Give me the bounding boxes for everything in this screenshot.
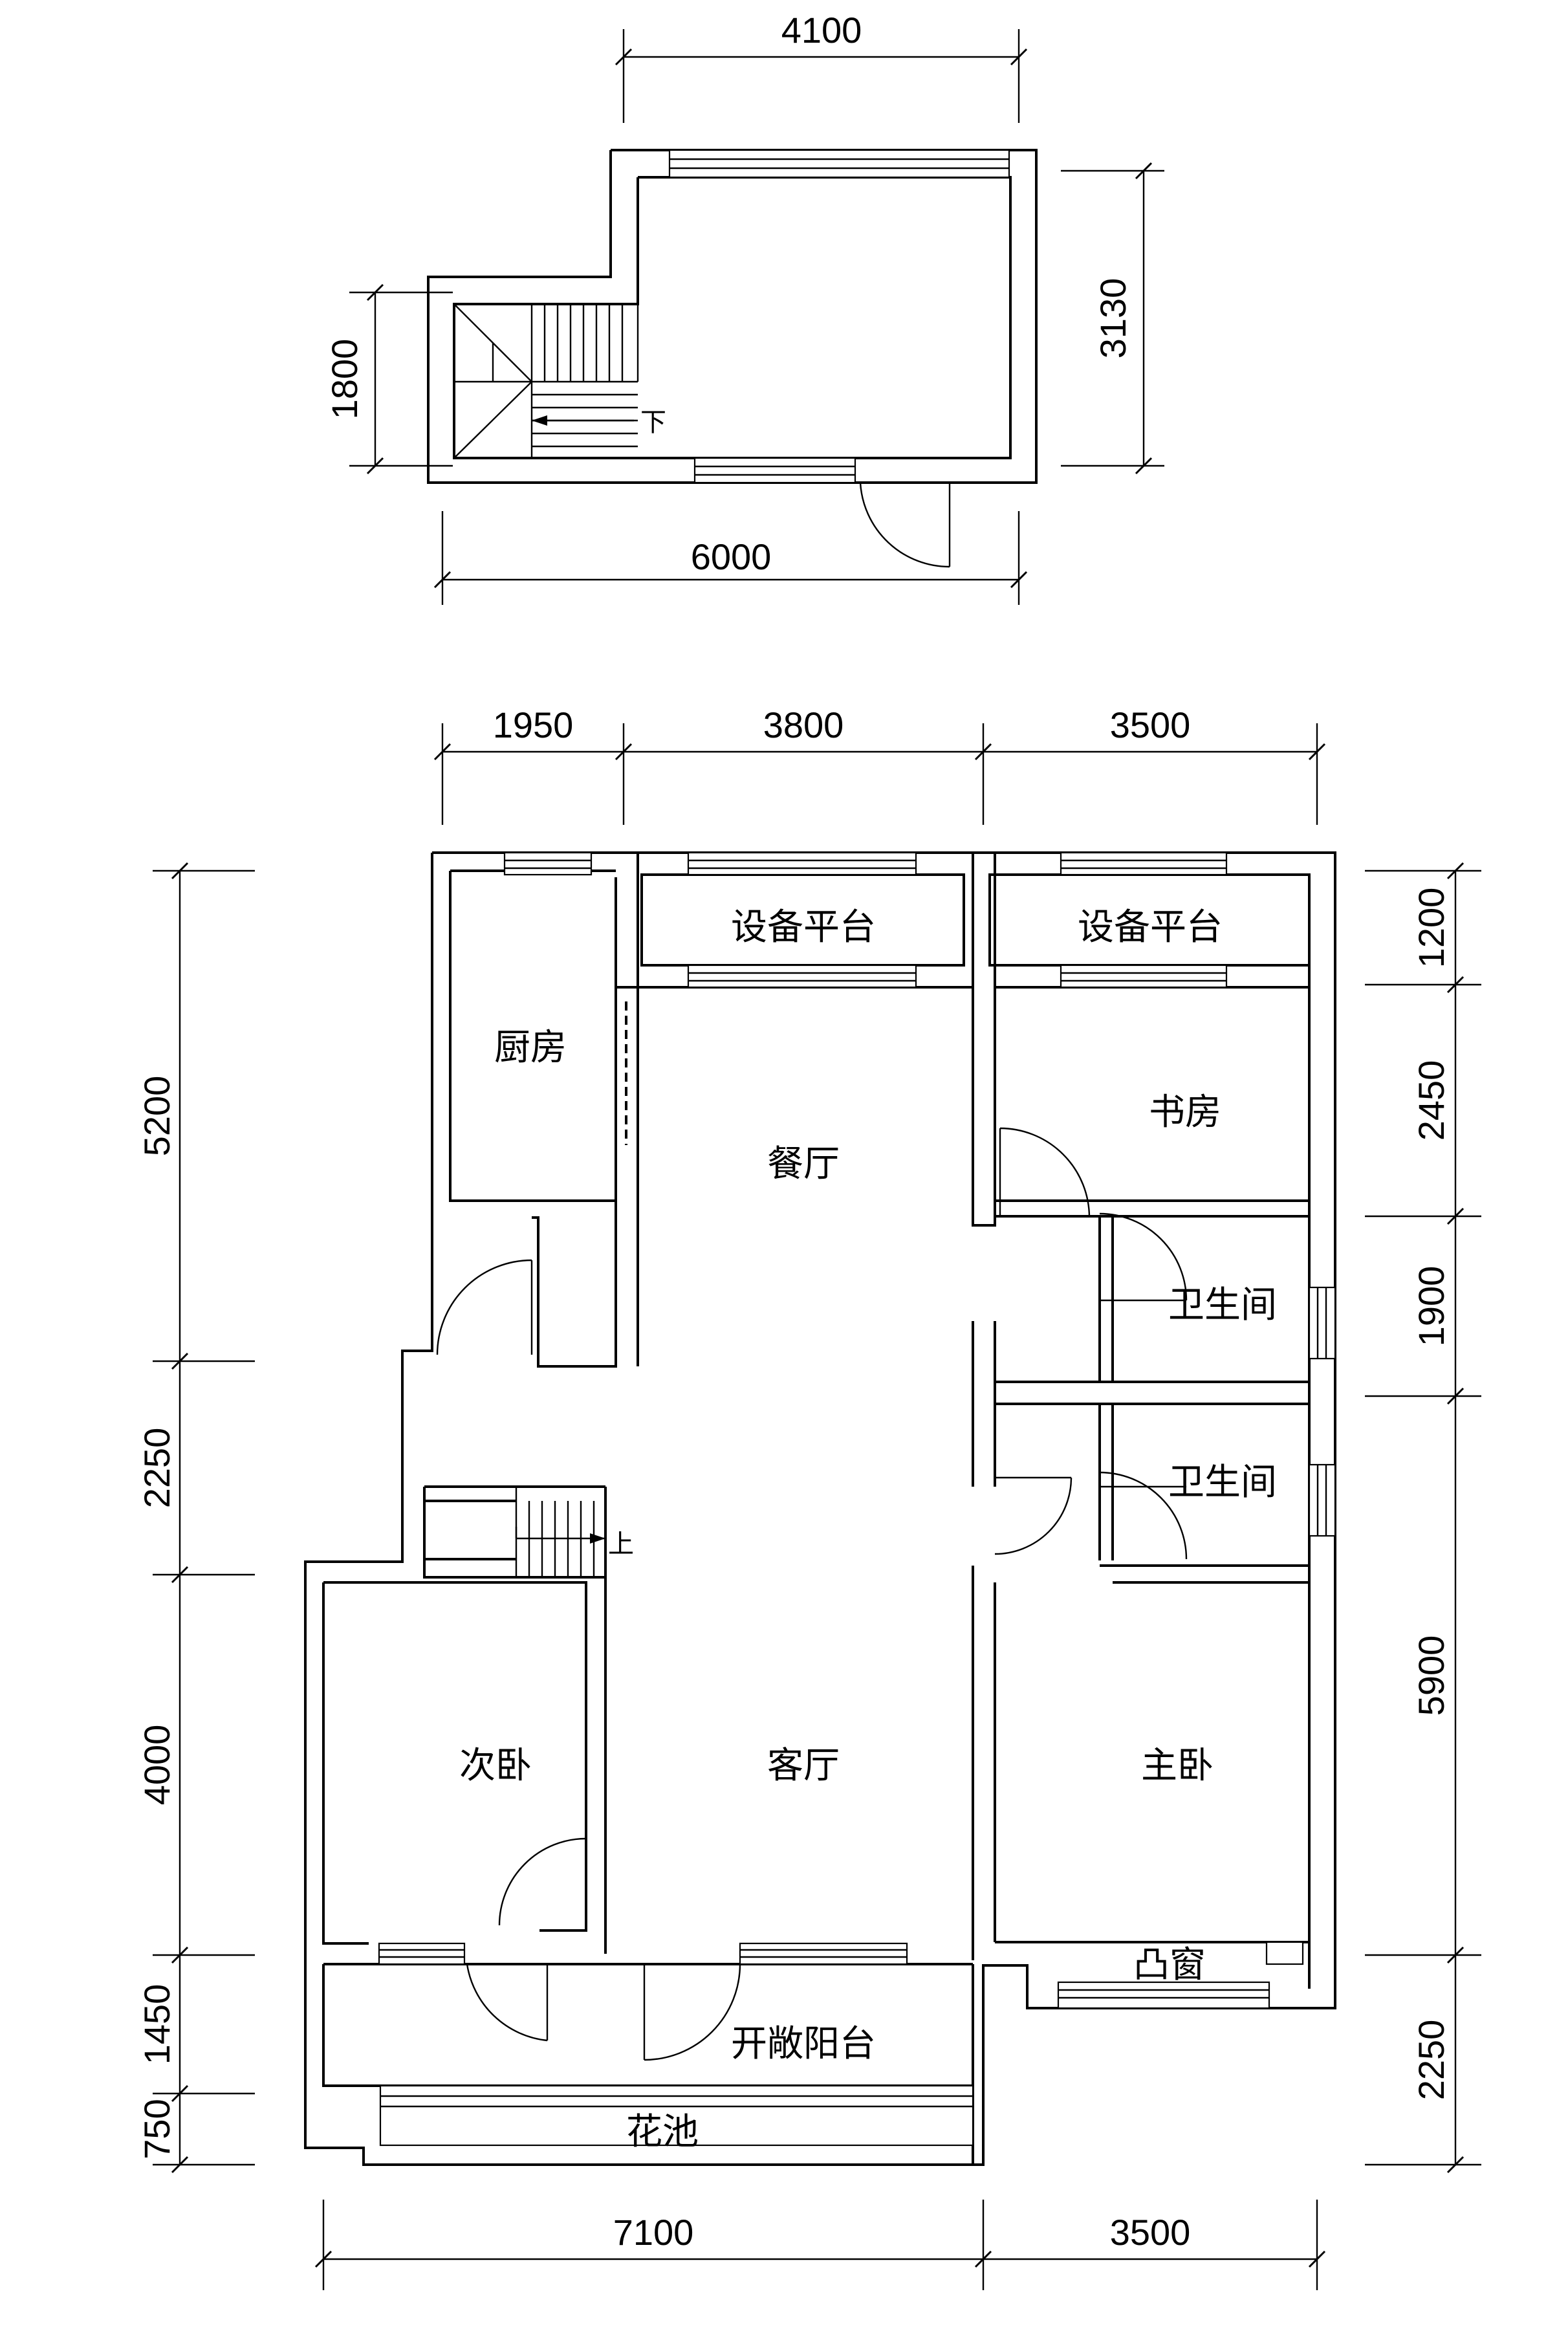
upper-dim-left-label: 1800 xyxy=(324,339,365,420)
upper-window-top xyxy=(668,149,1010,179)
room-label-kitchen: 厨房 xyxy=(494,1027,567,1069)
upper-door xyxy=(859,482,951,568)
room-label-study: 书房 xyxy=(1149,1091,1221,1133)
main-dim-left-3: 4000 xyxy=(136,1725,177,1806)
room-label-open-balcony: 开敞阳台 xyxy=(731,2023,876,2065)
room-label-living-room: 客厅 xyxy=(767,1745,840,1787)
upper-walls xyxy=(427,149,1038,484)
upper-stair-down: 下 xyxy=(453,303,666,459)
main-dim-top-3: 3500 xyxy=(1110,705,1191,745)
main-dim-bottom-1: 7100 xyxy=(613,2212,694,2253)
main-doors xyxy=(436,1127,1188,2061)
room-label-bathroom-2: 卫生间 xyxy=(1168,1461,1277,1503)
main-windows xyxy=(378,851,1336,2147)
main-floor-plan: 1950 3800 3500 7100 3500 xyxy=(136,705,1481,2290)
upper-stair-label: 下 xyxy=(640,408,666,437)
room-label-master-bedroom: 主卧 xyxy=(1141,1745,1214,1787)
main-dim-top-2: 3800 xyxy=(763,705,844,745)
main-dim-top: 1950 3800 3500 xyxy=(433,705,1326,825)
upper-dim-right-label: 3130 xyxy=(1093,278,1133,359)
upper-dim-right: 3130 xyxy=(1061,162,1164,475)
room-label-equipment-platform-1: 设备平台 xyxy=(731,906,876,948)
upper-dim-left: 1800 xyxy=(324,283,453,475)
room-label-bathroom-1: 卫生间 xyxy=(1168,1284,1277,1326)
upper-floor-plan: 4100 6000 1800 3130 xyxy=(324,10,1164,605)
room-label-bay-window: 凸窗 xyxy=(1133,1944,1206,1986)
room-label-dining: 餐厅 xyxy=(767,1143,840,1185)
main-stair-label: 上 xyxy=(608,1529,634,1559)
main-stair-up: 上 xyxy=(515,1487,634,1577)
upper-dim-top-label: 4100 xyxy=(781,10,862,50)
upper-dim-bottom: 6000 xyxy=(433,511,1028,605)
room-label-second-bedroom: 次卧 xyxy=(459,1745,532,1787)
main-dim-right-3: 1900 xyxy=(1411,1266,1452,1347)
room-label-planter: 花池 xyxy=(626,2111,699,2153)
main-dim-left: 5200 2250 4000 1450 750 xyxy=(136,862,255,2174)
room-label-equipment-platform-2: 设备平台 xyxy=(1078,906,1223,948)
main-dim-left-4: 1450 xyxy=(136,1984,177,2065)
main-dim-right-2: 2450 xyxy=(1411,1060,1452,1141)
main-dim-bottom: 7100 3500 xyxy=(314,2200,1326,2290)
main-dim-top-1: 1950 xyxy=(493,705,574,745)
main-dim-left-5: 750 xyxy=(136,2099,177,2159)
room-labels: 设备平台 设备平台 厨房 餐厅 书房 卫生间 卫生间 次卧 客厅 主卧 凸窗 开… xyxy=(459,906,1277,2153)
upper-dim-bottom-label: 6000 xyxy=(691,536,772,577)
main-dim-left-1: 5200 xyxy=(136,1076,177,1157)
main-dim-bottom-2: 3500 xyxy=(1110,2212,1191,2253)
main-dim-right-5: 2250 xyxy=(1411,2020,1452,2101)
main-dim-right-1: 1200 xyxy=(1411,888,1452,968)
upper-window-bottom xyxy=(693,457,856,484)
upper-dim-top: 4100 xyxy=(615,10,1028,123)
main-dim-right: 1200 2450 1900 5900 2250 xyxy=(1365,862,1481,2174)
main-dim-left-2: 2250 xyxy=(136,1428,177,1509)
main-dim-right-4: 5900 xyxy=(1411,1635,1452,1716)
